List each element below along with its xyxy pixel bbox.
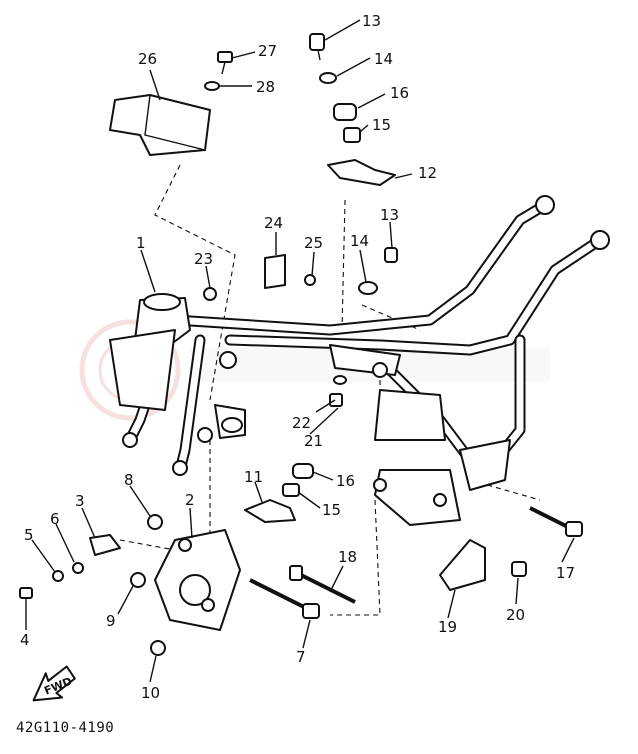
fwd-arrow: FWD	[32, 665, 76, 702]
callout-labels: 1 2 3 4 5 6 7 8 9 10 11 12 13 14 15 16 1…	[20, 12, 575, 702]
callout-7: 7	[296, 648, 306, 666]
callout-6: 6	[50, 510, 60, 528]
callout-leaders	[25, 19, 575, 683]
callout-19: 19	[438, 618, 457, 636]
callout-22: 22	[292, 414, 311, 432]
callout-12: 12	[418, 164, 437, 182]
callout-1: 1	[136, 234, 146, 252]
fasteners-and-brackets	[19, 33, 583, 656]
callout-23: 23	[194, 250, 213, 268]
callout-17: 17	[556, 564, 575, 582]
callout-16-lower: 16	[336, 472, 355, 490]
callout-26: 26	[138, 50, 157, 68]
callout-13-right: 13	[380, 206, 399, 224]
callout-15-lower: 15	[322, 501, 341, 519]
callout-3: 3	[75, 492, 85, 510]
callout-4: 4	[20, 631, 30, 649]
callout-2: 2	[185, 491, 195, 509]
callout-13-top: 13	[362, 12, 381, 30]
callout-5: 5	[24, 526, 34, 544]
callout-15-top: 15	[372, 116, 391, 134]
callout-25: 25	[304, 234, 323, 252]
callout-14-top: 14	[374, 50, 393, 68]
callout-18: 18	[338, 548, 357, 566]
callout-27: 27	[258, 42, 277, 60]
diagram-reference-code: 42G110-4190	[16, 720, 115, 736]
callout-14-right: 14	[350, 232, 369, 250]
callout-21: 21	[304, 432, 323, 450]
callout-9: 9	[106, 612, 116, 630]
callout-10: 10	[141, 684, 160, 702]
main-frame	[109, 195, 610, 526]
callout-24: 24	[264, 214, 283, 232]
callout-11: 11	[244, 468, 263, 486]
callout-28: 28	[256, 78, 275, 96]
callout-8: 8	[124, 471, 134, 489]
callout-20: 20	[506, 606, 525, 624]
callout-16-top: 16	[390, 84, 409, 102]
